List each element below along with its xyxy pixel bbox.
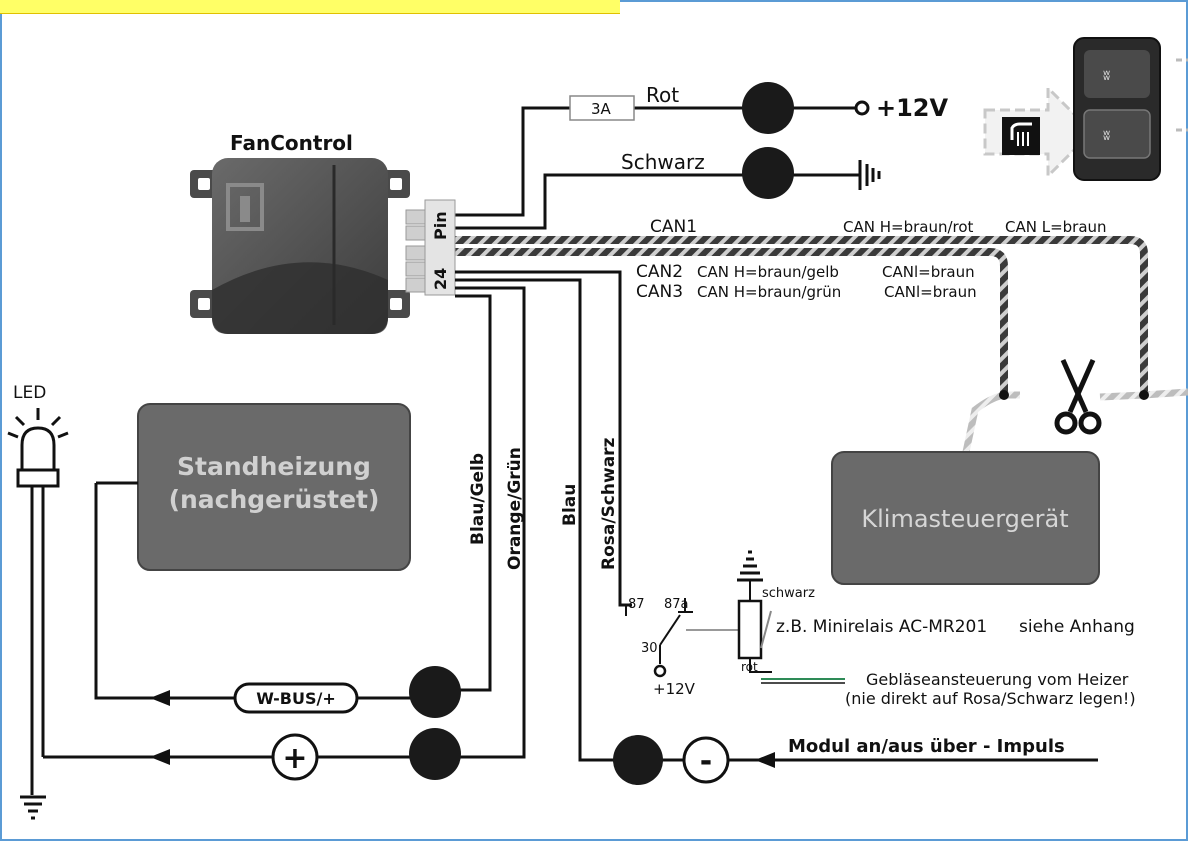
can-bus-wires — [455, 236, 1188, 453]
connector-dot — [613, 735, 663, 785]
relay-red-label: rot — [741, 660, 758, 674]
wire-red-label: Rot — [646, 83, 679, 107]
minus-badge — [682, 736, 730, 784]
relay-name: z.B. Minirelais AC-MR201 — [776, 617, 987, 637]
can2-h-label: CAN H=braun/gelb — [697, 263, 839, 281]
ground-symbol — [20, 795, 46, 820]
svg-text:ʬ: ʬ — [1103, 128, 1110, 144]
relay — [625, 580, 845, 684]
connector-pin-label: Pin — [431, 211, 450, 240]
supply-label: +12V — [876, 94, 949, 122]
blower-line1: Gebläseansteuerung vom Heizer — [866, 670, 1129, 689]
climate-box — [831, 451, 1100, 585]
svg-text:ʬ: ʬ — [1103, 68, 1110, 84]
heater-label-line1: Standheizung — [177, 452, 371, 481]
arrow-icon — [150, 690, 170, 706]
relay-ground-label: schwarz — [762, 586, 815, 601]
relay-pin87: 87 — [628, 597, 645, 612]
wire-rosa-schwarz-label: Rosa/Schwarz — [599, 437, 619, 570]
led-lamp — [7, 408, 69, 795]
can1-l-label: CAN L=braun — [1005, 218, 1107, 236]
connector-dot — [409, 728, 461, 780]
scissors-icon — [1054, 358, 1102, 435]
arrow-icon — [150, 749, 170, 765]
wbus-badge — [233, 682, 359, 714]
relay-terminal — [653, 664, 667, 678]
fuse-label: 3A — [591, 100, 612, 118]
can1-h-label: CAN H=braun/rot — [843, 218, 974, 236]
connector-dot — [742, 147, 794, 199]
device-connector: Pin 24 — [405, 199, 456, 296]
device-title: FanControl — [230, 131, 353, 155]
heater-box — [137, 403, 411, 571]
climate-label: Klimasteuergerät — [861, 505, 1068, 533]
wire-orange-gruen-label: Orange/Grün — [505, 447, 525, 570]
blower-line2: (nie direkt auf Rosa/Schwarz legen!) — [845, 689, 1136, 708]
highlight-bar — [0, 0, 620, 14]
module-label: Modul an/aus über - Impuls — [788, 736, 1065, 757]
arrow-icon — [755, 752, 775, 768]
relay-pin87a: 87a — [664, 597, 689, 612]
can3-h-label: CAN H=braun/grün — [697, 283, 841, 301]
seat-heating-switch: ʬ ʬ — [983, 37, 1188, 181]
connector-dot — [742, 82, 794, 134]
relay-pin30: 30 — [641, 641, 658, 656]
fan-control-device — [190, 158, 410, 334]
connector-dot — [409, 666, 461, 718]
wbus-label: W-BUS/+ — [256, 689, 336, 708]
heater-label-line2: (nachgerüstet) — [169, 485, 380, 514]
plus-badge — [271, 733, 319, 781]
plus-label: + — [282, 741, 307, 776]
ground-symbol — [737, 550, 763, 582]
can3-l-label: CANl=braun — [884, 283, 977, 301]
can2-label: CAN2 — [636, 262, 683, 282]
wire-blau-gelb-label: Blau/Gelb — [468, 453, 488, 545]
relay-note: siehe Anhang — [1019, 617, 1135, 637]
connector-count-label: 24 — [431, 268, 450, 290]
can2-l-label: CANl=braun — [882, 263, 975, 281]
can3-label: CAN3 — [636, 282, 683, 302]
power-wires — [455, 100, 870, 230]
fuse — [569, 95, 635, 121]
relay-supply: +12V — [653, 680, 696, 698]
led-label: LED — [13, 383, 46, 403]
wire-black-label: Schwarz — [621, 150, 705, 174]
can1-label: CAN1 — [650, 217, 697, 237]
wire-blau-label: Blau — [560, 484, 580, 526]
supply-terminal — [854, 100, 870, 116]
minus-label: - — [700, 744, 712, 779]
ground-symbol — [858, 160, 881, 190]
